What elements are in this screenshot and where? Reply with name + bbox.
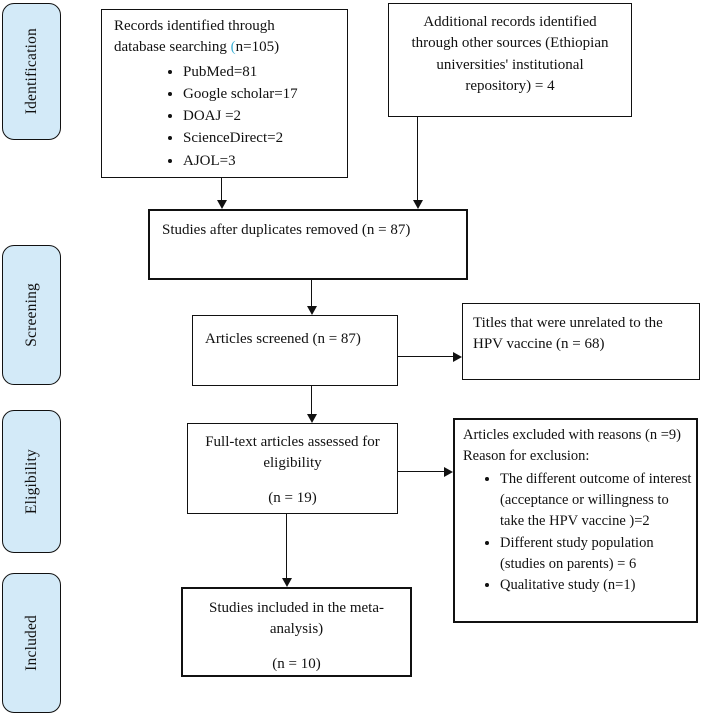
- box-records-identified: Records identified through database sear…: [101, 9, 348, 178]
- excluded-subtitle: Reason for exclusion:: [463, 448, 590, 465]
- arrowhead-right-icon: [453, 352, 462, 362]
- stage-included-label: Included: [22, 615, 40, 671]
- arrow-fulltext-to-excluded: [397, 471, 445, 472]
- fulltext-count: (n = 19): [268, 489, 317, 506]
- arrow-records-to-duplicates: [221, 178, 222, 202]
- arrowhead-down-icon: [217, 200, 227, 209]
- box-studies-included: Studies included in the meta- analysis) …: [181, 587, 412, 677]
- stage-eligibility: Eligibility: [2, 410, 61, 553]
- arrowhead-down-icon: [413, 200, 423, 209]
- list-item: DOAJ =2: [183, 106, 339, 127]
- included-line1: Studies included in the meta-: [209, 600, 384, 616]
- stage-identification: Identification: [2, 3, 61, 140]
- box-articles-excluded: Articles excluded with reasons (n =9) Re…: [453, 418, 698, 623]
- included-line2: analysis): [269, 621, 324, 638]
- titles-unrelated-text: Titles that were unrelated to the HPV va…: [473, 315, 663, 353]
- articles-screened-text: Articles screened (n = 87): [205, 331, 361, 347]
- list-item: ScienceDirect=2: [183, 128, 339, 149]
- arrowhead-down-icon: [307, 414, 317, 423]
- arrowhead-right-icon: [444, 467, 453, 477]
- cyan-paren: (: [230, 39, 236, 56]
- excluded-title: Articles excluded with reasons (n =9): [463, 427, 681, 443]
- list-item: Different study population (studies on p…: [500, 533, 692, 576]
- stage-included: Included: [2, 573, 61, 713]
- fulltext-line2: eligibility: [263, 455, 322, 472]
- stage-identification-label: Identification: [22, 28, 40, 115]
- arrow-screened-to-unrelated: [398, 356, 454, 357]
- list-item: The different outcome of interest (accep…: [500, 469, 692, 533]
- duplicates-removed-text: Studies after duplicates removed (n = 87…: [162, 222, 411, 238]
- records-title-line2: database searching (n=105): [114, 39, 280, 56]
- box-duplicates-removed: Studies after duplicates removed (n = 87…: [148, 209, 468, 280]
- arrow-duplicates-to-screened: [311, 280, 312, 308]
- stage-eligibility-label: Eligibility: [22, 448, 40, 515]
- list-item: AJOL=3: [183, 151, 339, 172]
- list-item: Qualitative study (n=1): [500, 575, 692, 596]
- excluded-reason-list: The different outcome of interest (accep…: [463, 469, 692, 597]
- list-item: PubMed=81: [183, 62, 339, 83]
- box-fulltext-assessed: Full-text articles assessed for eligibil…: [187, 423, 398, 514]
- box-titles-unrelated: Titles that were unrelated to the HPV va…: [462, 303, 700, 380]
- arrowhead-down-icon: [282, 578, 292, 587]
- arrowhead-down-icon: [307, 306, 317, 315]
- stage-screening: Screening: [2, 245, 61, 385]
- fulltext-line1: Full-text articles assessed for: [205, 434, 380, 450]
- records-title-line1: Records identified through: [114, 18, 275, 34]
- arrow-screened-to-fulltext: [311, 385, 312, 416]
- list-item: Google scholar=17: [183, 84, 339, 105]
- arrow-fulltext-to-included: [286, 514, 287, 580]
- records-source-list: PubMed=81 Google scholar=17 DOAJ =2 Scie…: [114, 62, 339, 172]
- included-count: (n = 10): [272, 655, 321, 672]
- additional-records-text: Additional records identified through ot…: [411, 14, 609, 94]
- box-articles-screened: Articles screened (n = 87): [192, 315, 398, 386]
- stage-screening-label: Screening: [22, 283, 40, 347]
- arrow-additional-to-duplicates: [417, 117, 418, 202]
- box-additional-records: Additional records identified through ot…: [388, 3, 632, 117]
